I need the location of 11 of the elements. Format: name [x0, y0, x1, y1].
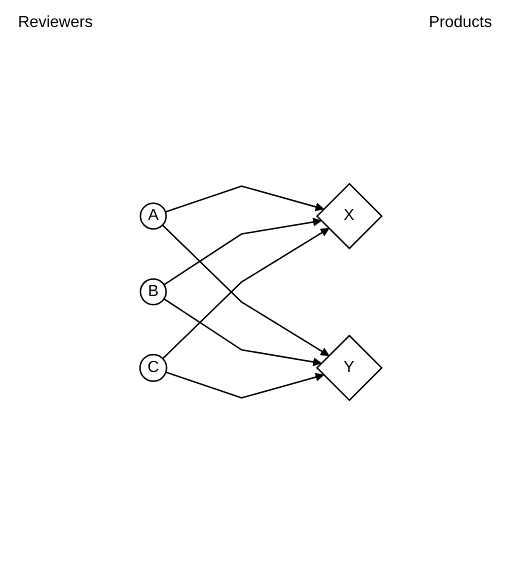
- node-circle: B: [140, 278, 167, 306]
- arrow: [164, 218, 322, 286]
- arrow: [164, 298, 322, 366]
- node-circle: C: [139, 354, 168, 382]
- column-heading: Reviewers: [18, 14, 93, 32]
- node-circle: A: [140, 202, 167, 230]
- arrow: [165, 185, 324, 213]
- arrow: [166, 371, 324, 399]
- node-diamond: X: [316, 182, 383, 250]
- column-heading: Products: [428, 14, 492, 32]
- node-diamond: Y: [316, 334, 383, 402]
